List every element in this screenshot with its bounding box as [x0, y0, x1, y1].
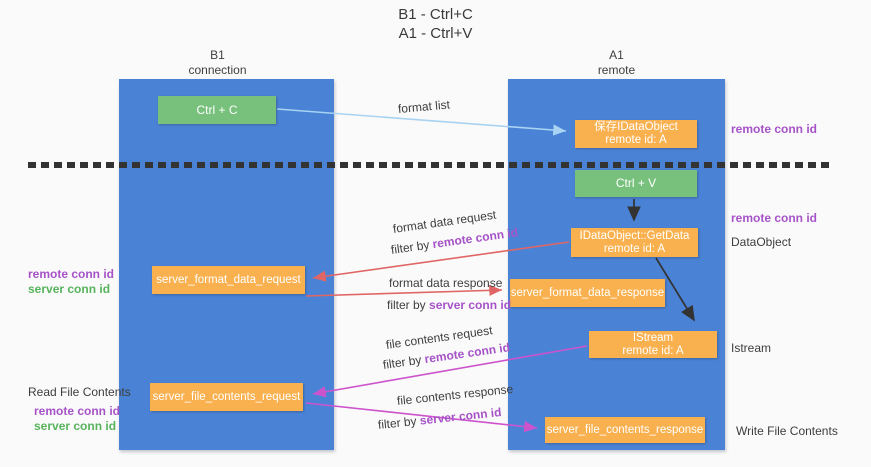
server-conn-id-text: server conn id [419, 405, 503, 428]
node-idataobject-getdata-line2: remote id: A [603, 242, 666, 255]
annotation-read-file-contents: Read File Contents [28, 385, 131, 399]
annotation-dataobject: DataObject [731, 235, 792, 249]
annotation-left-bottom-server-conn-id: server conn id [34, 419, 117, 433]
filter-by-text: filter by [390, 237, 434, 257]
node-idataobject-getdata: IDataObject::GetData remote id: A [571, 228, 698, 257]
diagram-title-line2: A1 - Ctrl+V [398, 25, 473, 42]
edge-label-filter-format-response: filter by server conn id [387, 298, 511, 312]
annotation-left-mid-server-conn-id: server conn id [28, 282, 111, 296]
arrow-format-data-response [305, 284, 503, 297]
lane-header-b1: B1 connection [110, 48, 325, 78]
remote-conn-id-text: remote conn id [431, 225, 519, 252]
node-server-file-contents-response: server_file_contents_response [545, 417, 705, 443]
annotation-left-bottom-remote-conn-id: remote conn id [34, 404, 121, 418]
edge-label-format-data-response: format data response [389, 276, 503, 290]
lane-b1-subtitle: connection [188, 63, 247, 77]
node-ctrl-c-label: Ctrl + C [196, 102, 238, 117]
annotation-write-file-contents: Write File Contents [736, 424, 838, 438]
edge-label-format-list: format list [397, 97, 451, 116]
annotation-left-mid-remote-conn-id: remote conn id [28, 267, 115, 281]
node-server-file-contents-request-label: server_file_contents_request [152, 390, 301, 403]
node-server-format-data-request: server_format_data_request [152, 266, 305, 294]
node-ctrl-v: Ctrl + V [575, 170, 697, 197]
filter-by-text: filter by [377, 413, 421, 432]
filter-by-text: filter by [387, 298, 430, 312]
node-istream: IStream remote id: A [589, 331, 717, 358]
node-server-format-data-response-label: server_format_data_response [510, 286, 665, 299]
node-ctrl-c: Ctrl + C [158, 96, 276, 124]
phase-separator-dashed-line [28, 162, 830, 168]
lane-a1-name: A1 [609, 48, 624, 62]
node-save-dataobject: 保存IDataObject remote id: A [575, 120, 697, 148]
lane-header-a1: A1 remote [508, 48, 725, 78]
annotation-remote-conn-id-top: remote conn id [731, 122, 818, 136]
node-server-file-contents-response-label: server_file_contents_response [546, 423, 704, 436]
edge-label-filter-file-response: filter by server conn id [377, 405, 502, 432]
annotation-remote-conn-id-mid: remote conn id [731, 211, 818, 225]
node-server-format-data-request-label: server_format_data_request [156, 273, 301, 286]
node-ctrl-v-label: Ctrl + V [615, 176, 657, 190]
node-istream-line2: remote id: A [622, 344, 684, 357]
node-save-dataobject-line2: remote id: A [605, 134, 667, 146]
node-idataobject-getdata-line1: IDataObject::GetData [579, 229, 690, 242]
lane-a1-subtitle: remote [597, 63, 636, 77]
filter-by-text: filter by [382, 352, 426, 372]
node-save-dataobject-line1: 保存IDataObject [594, 121, 678, 133]
annotation-istream: Istream [731, 341, 772, 355]
edge-label-file-contents-response: file contents response [396, 381, 514, 408]
node-server-format-data-response: server_format_data_response [510, 279, 665, 307]
diagram-title-line1: B1 - Ctrl+C [398, 6, 473, 23]
lane-b1-name: B1 [210, 48, 225, 62]
node-istream-line1: IStream [632, 331, 674, 344]
node-server-file-contents-request: server_file_contents_request [150, 383, 303, 411]
server-conn-id-text: server conn id [429, 298, 512, 312]
